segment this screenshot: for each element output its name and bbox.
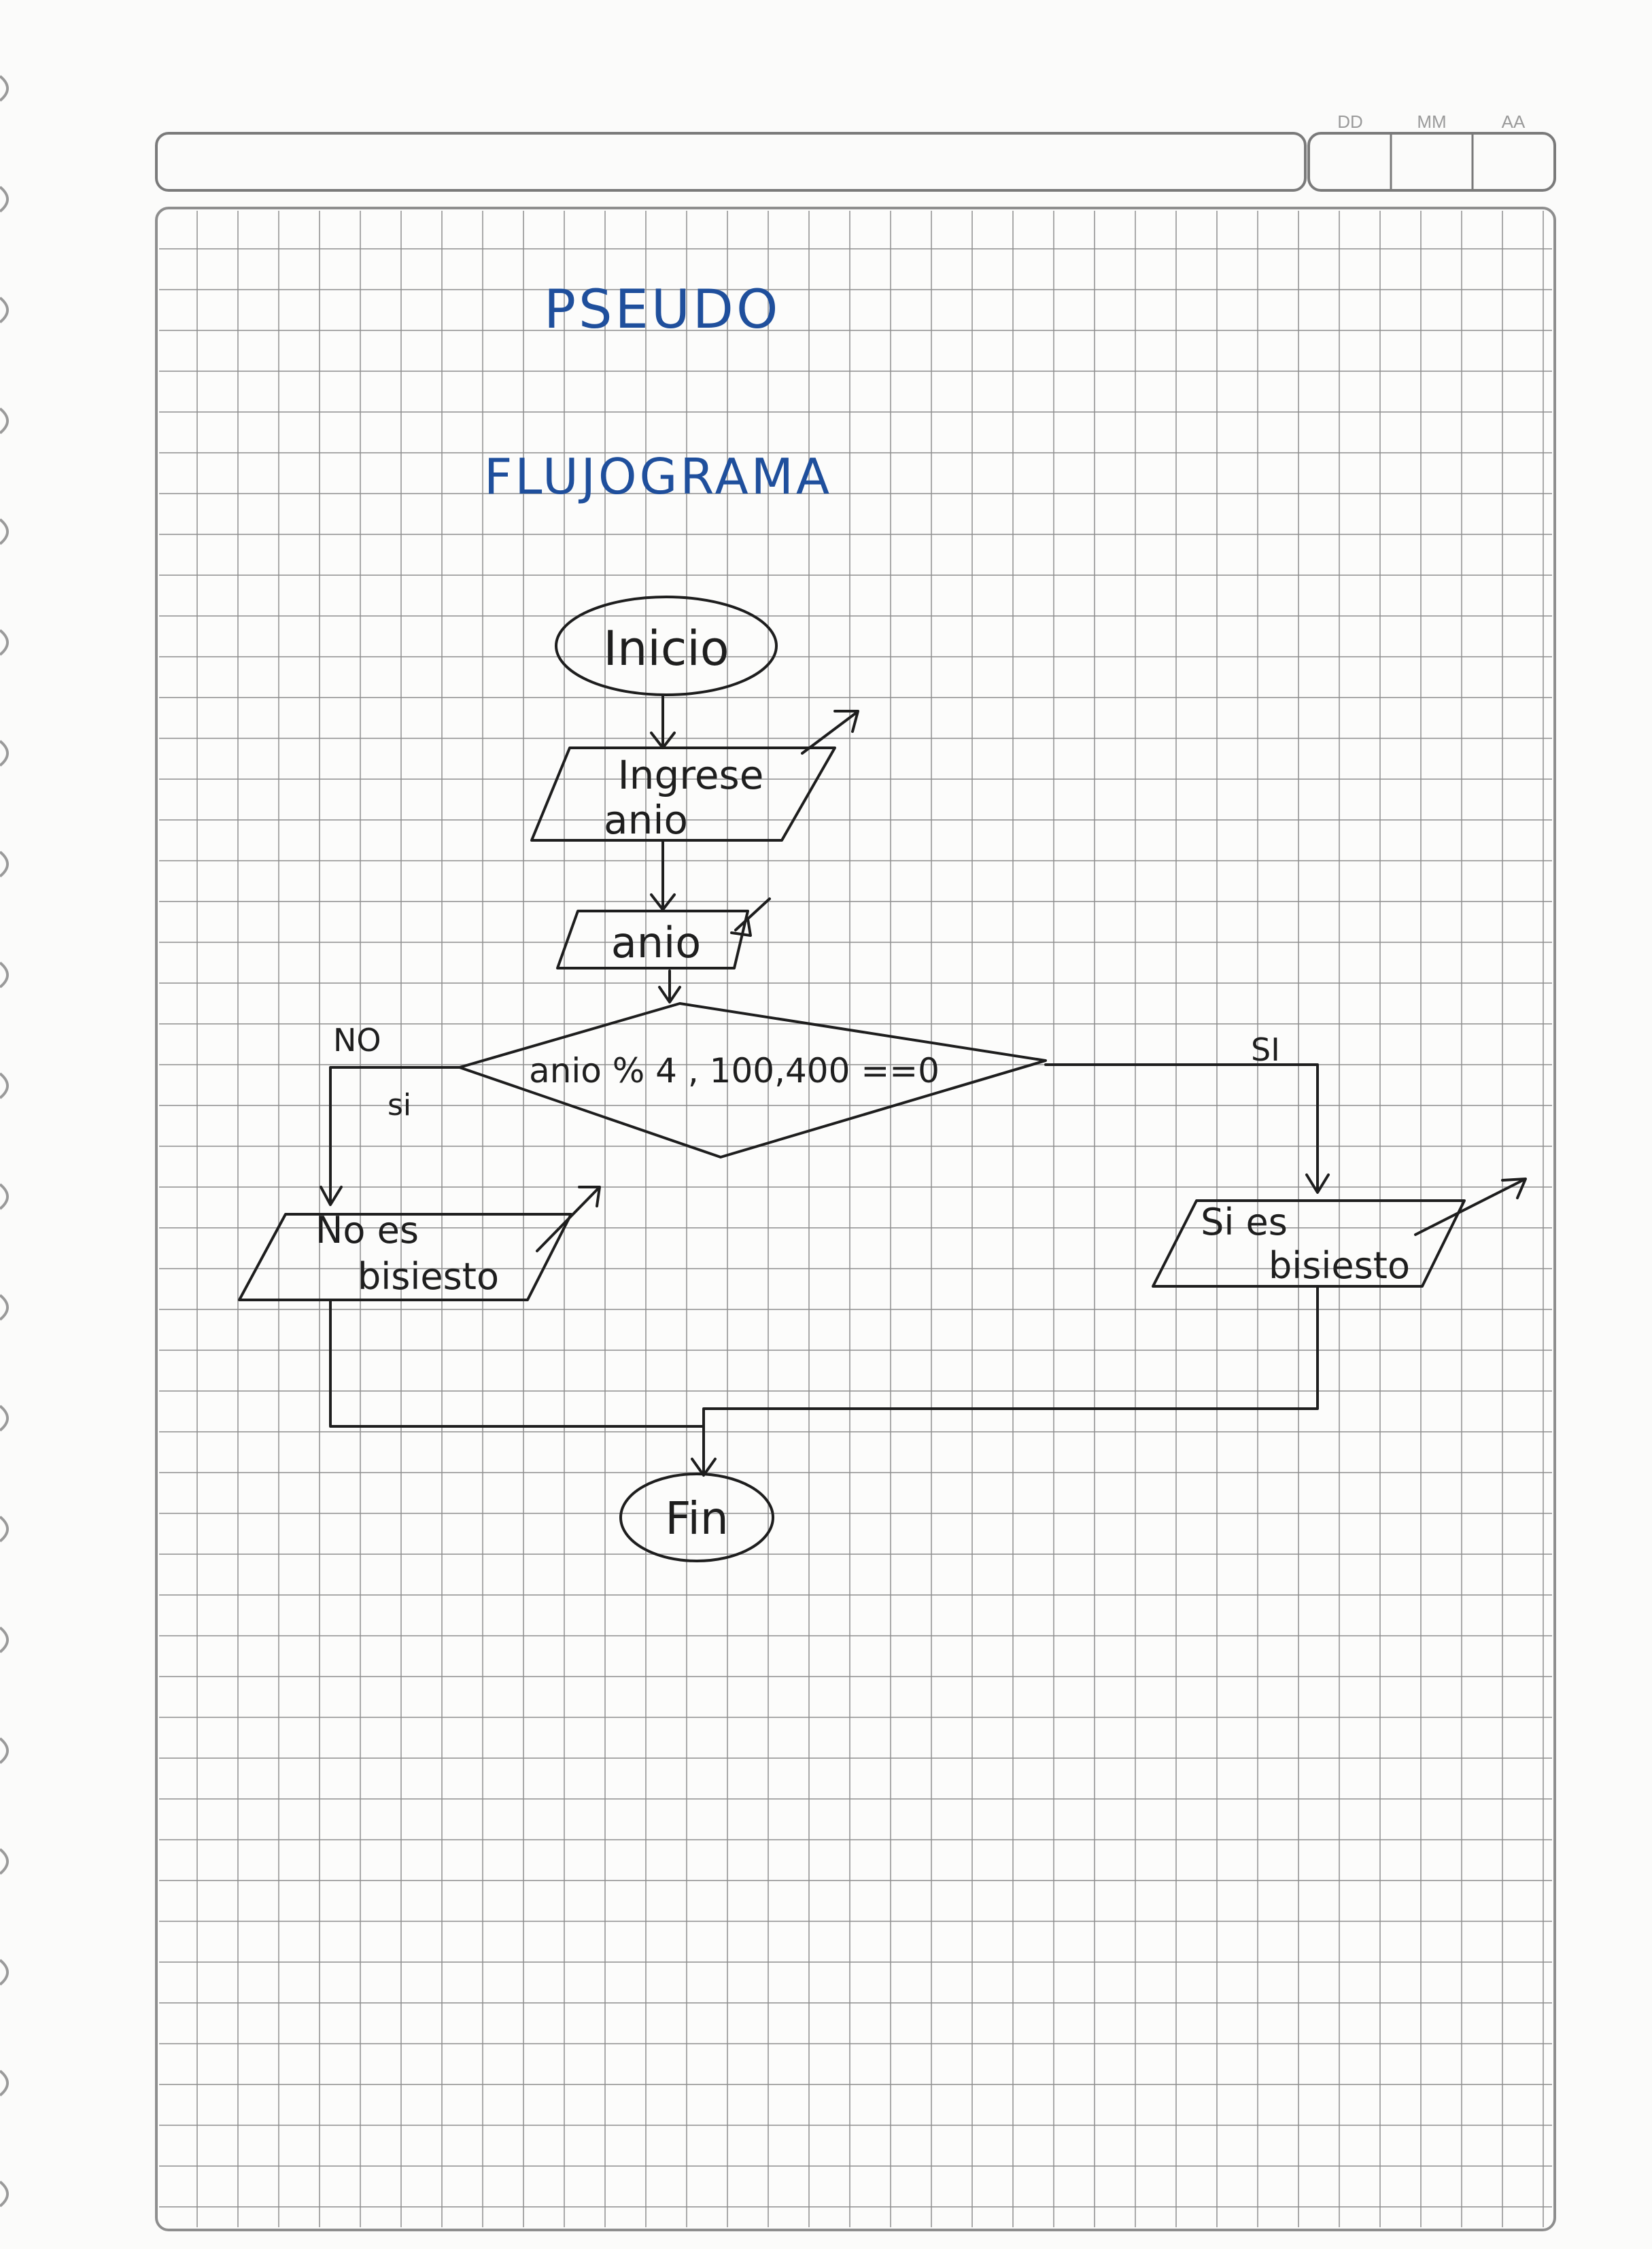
binding-hole (0, 1626, 9, 1653)
connector-no-branch (329, 1066, 461, 1205)
display-arrow-head (833, 710, 859, 733)
grid-area-border (155, 207, 1556, 2231)
input-prompt-line1: Ingrese (618, 752, 764, 798)
arrowhead-no-branch (320, 1186, 343, 1206)
binding-hole (0, 851, 9, 878)
binding-hole (0, 2070, 9, 2097)
title-pseudo: PSEUDO (544, 279, 780, 341)
end-terminator (619, 1473, 774, 1562)
connector-yes-branch (1044, 1063, 1319, 1192)
binding-hole (0, 296, 9, 324)
read-variable-label: anio (611, 918, 701, 967)
read-variable-parallelogram (556, 910, 749, 969)
output-no-line2: bisiesto (358, 1255, 499, 1298)
branch-no-sub-label: si (388, 1088, 411, 1122)
output-yes-line1: Si es (1201, 1201, 1288, 1243)
output-yes-arrow-shaft (1414, 1179, 1524, 1236)
display-arrow-shaft (801, 711, 858, 755)
header-date-box: DD MM AA (1307, 111, 1556, 192)
arrowhead-yes-branch (1305, 1173, 1330, 1194)
decision-diamond (458, 1002, 1047, 1158)
date-label-month: MM (1417, 111, 1446, 132)
graph-paper-grid (159, 211, 1552, 2227)
spiral-binding (0, 75, 9, 2208)
binding-hole (0, 1072, 9, 1099)
flowchart: Inicio Ingrese anio anio anio % 4 , 100,… (238, 596, 1527, 1562)
date-label-year: AA (1502, 111, 1526, 132)
start-terminator (555, 596, 778, 696)
binding-hole (0, 2180, 9, 2208)
input-prompt-line2: anio (604, 797, 688, 843)
input-prompt-parallelogram (530, 746, 836, 842)
output-no-parallelogram (238, 1213, 572, 1301)
connector-yes-merge (702, 1285, 1319, 1428)
binding-hole (0, 1183, 9, 1210)
binding-hole (0, 1515, 9, 1543)
binding-hole (0, 1294, 9, 1321)
binding-hole (0, 629, 9, 656)
binding-hole (0, 1405, 9, 1432)
output-yes-line2: bisiesto (1269, 1244, 1410, 1287)
branch-yes-label: SI (1251, 1031, 1280, 1068)
output-no-arrow-head (578, 1186, 601, 1207)
binding-hole (0, 75, 9, 102)
start-label: Inicio (603, 621, 729, 676)
decision-label: anio % 4 , 100,400 ==0 (529, 1051, 940, 1091)
output-yes-arrow-head (1501, 1178, 1527, 1199)
branch-no-label: NO (333, 1022, 381, 1059)
title-flujograma: FLUJOGRAMA (484, 448, 832, 505)
output-no-line1: No es (315, 1209, 419, 1252)
read-arrow-shaft (734, 897, 771, 931)
arrowhead-read-decision (658, 986, 681, 1003)
read-arrow-head (730, 918, 752, 937)
binding-hole (0, 961, 9, 989)
binding-hole (0, 1737, 9, 1764)
binding-hole (0, 1848, 9, 1875)
output-no-arrow-shaft (536, 1187, 600, 1252)
binding-hole (0, 407, 9, 434)
header-title-box (155, 132, 1307, 192)
binding-hole (0, 740, 9, 767)
binding-hole (0, 186, 9, 213)
date-label-day: DD (1337, 111, 1363, 132)
binding-hole (0, 1959, 9, 1986)
end-label: Fin (665, 1492, 728, 1545)
output-yes-parallelogram (1152, 1199, 1466, 1288)
binding-hole (0, 518, 9, 545)
connector-no-merge (329, 1299, 705, 1428)
